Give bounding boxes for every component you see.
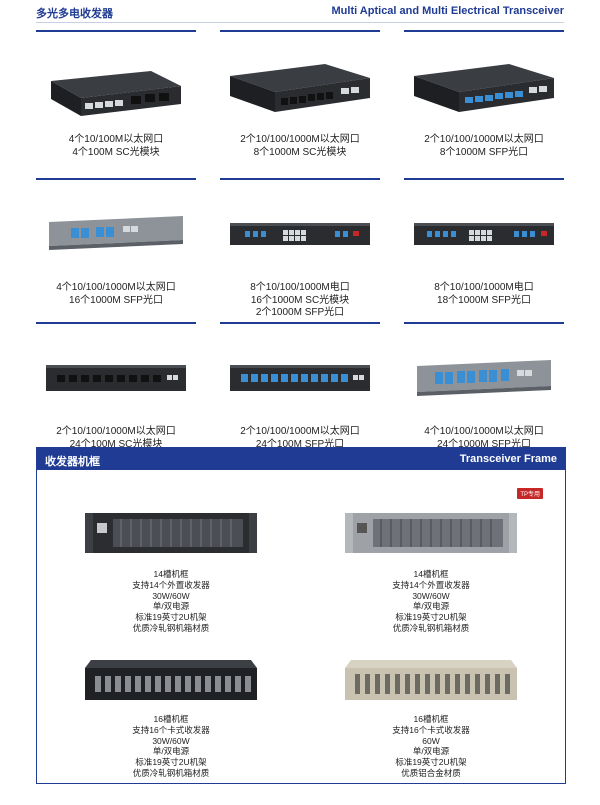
product-card: 2个10/100/1000M以太网口 8个1000M SFP光口 bbox=[404, 30, 564, 165]
frame-caption: 14槽机框 支持14个外置收发器 30W/60W 单/双电源 标准19英寸2U机… bbox=[392, 569, 470, 633]
product-caption: 2个10/100/1000M以太网口 8个1000M SFP光口 bbox=[424, 134, 544, 158]
product-caption: 4个10/100/1000M以太网口 24个1000M SFP光口 bbox=[424, 426, 544, 450]
product-caption: 2个10/100/1000M以太网口 8个1000M SC光模块 bbox=[240, 134, 360, 158]
frame-caption: 16槽机框 支持16个卡式收发器 30W/60W 单/双电源 标准19英寸2U机… bbox=[132, 714, 210, 778]
card-top-bar bbox=[404, 322, 564, 324]
product-caption: 2个10/100/1000M以太网口 24个100M SFP光口 bbox=[240, 426, 360, 450]
frame-image bbox=[301, 503, 561, 563]
frame-title-cn: 收发器机框 bbox=[45, 456, 100, 468]
product-caption: 4个10/100M以太网口 4个100M SC光模块 bbox=[68, 134, 164, 158]
frame-image bbox=[301, 648, 561, 708]
section-title-en: Multi Aptical and Multi Electrical Trans… bbox=[331, 5, 565, 17]
card-top-bar bbox=[36, 322, 196, 324]
product-card: 2个10/100/1000M以太网口 24个100M SFP光口 bbox=[220, 322, 380, 450]
product-caption: 4个10/100/1000M以太网口 16个1000M SFP光口 bbox=[56, 282, 176, 306]
product-caption: 8个10/100/1000M电口 16个1000M SC光模块 2个1000M … bbox=[250, 282, 350, 318]
product-image bbox=[36, 330, 196, 425]
page-header: 多光多电收发器 Multi Aptical and Multi Electric… bbox=[0, 0, 600, 23]
frame-image bbox=[41, 503, 301, 563]
product-image bbox=[220, 38, 380, 133]
product-caption: 2个10/100/1000M以太网口 24个100M SC光模块 bbox=[56, 426, 176, 450]
product-image bbox=[404, 330, 564, 425]
product-card: 8个10/100/1000M电口 16个1000M SC光模块 2个1000M … bbox=[220, 178, 380, 318]
card-top-bar bbox=[220, 322, 380, 324]
frame-image bbox=[41, 648, 301, 708]
product-image bbox=[36, 186, 196, 281]
product-caption: 8个10/100/1000M电口 18个1000M SFP光口 bbox=[434, 282, 534, 306]
product-image bbox=[404, 38, 564, 133]
card-top-bar bbox=[36, 178, 196, 180]
tp-only-badge: TP专用 bbox=[517, 488, 543, 499]
card-top-bar bbox=[220, 178, 380, 180]
card-top-bar bbox=[36, 30, 196, 32]
card-top-bar bbox=[404, 178, 564, 180]
frame-caption: 14槽机框 支持14个外置收发器 30W/60W 单/双电源 标准19英寸2U机… bbox=[132, 569, 210, 633]
card-top-bar bbox=[220, 30, 380, 32]
card-top-bar bbox=[404, 30, 564, 32]
product-card: 4个10/100M以太网口 4个100M SC光模块 bbox=[36, 30, 196, 165]
product-card: 2个10/100/1000M以太网口 24个100M SC光模块 bbox=[36, 322, 196, 450]
header-divider bbox=[36, 22, 564, 23]
product-card: 4个10/100/1000M以太网口 24个1000M SFP光口 bbox=[404, 322, 564, 450]
product-grid: 4个10/100M以太网口 4个100M SC光模块 2个10/100/1000… bbox=[36, 30, 564, 450]
frame-title-en: Transceiver Frame bbox=[459, 453, 557, 465]
section-title-cn: 多光多电收发器 bbox=[36, 8, 113, 20]
product-image bbox=[220, 330, 380, 425]
transceiver-frame-section: 收发器机框 Transceiver Frame TP专用 14槽机框 支持14个… bbox=[36, 447, 566, 784]
product-image bbox=[36, 38, 196, 133]
frame-section-header: 收发器机框 Transceiver Frame bbox=[37, 448, 565, 470]
product-image bbox=[220, 186, 380, 281]
product-card: 4个10/100/1000M以太网口 16个1000M SFP光口 bbox=[36, 178, 196, 313]
frame-caption: 16槽机框 支持16个卡式收发器 60W 单/双电源 标准19英寸2U机架 优质… bbox=[392, 714, 470, 778]
product-card: 2个10/100/1000M以太网口 8个1000M SC光模块 bbox=[220, 30, 380, 165]
product-image bbox=[404, 186, 564, 281]
product-card: 8个10/100/1000M电口 18个1000M SFP光口 bbox=[404, 178, 564, 313]
